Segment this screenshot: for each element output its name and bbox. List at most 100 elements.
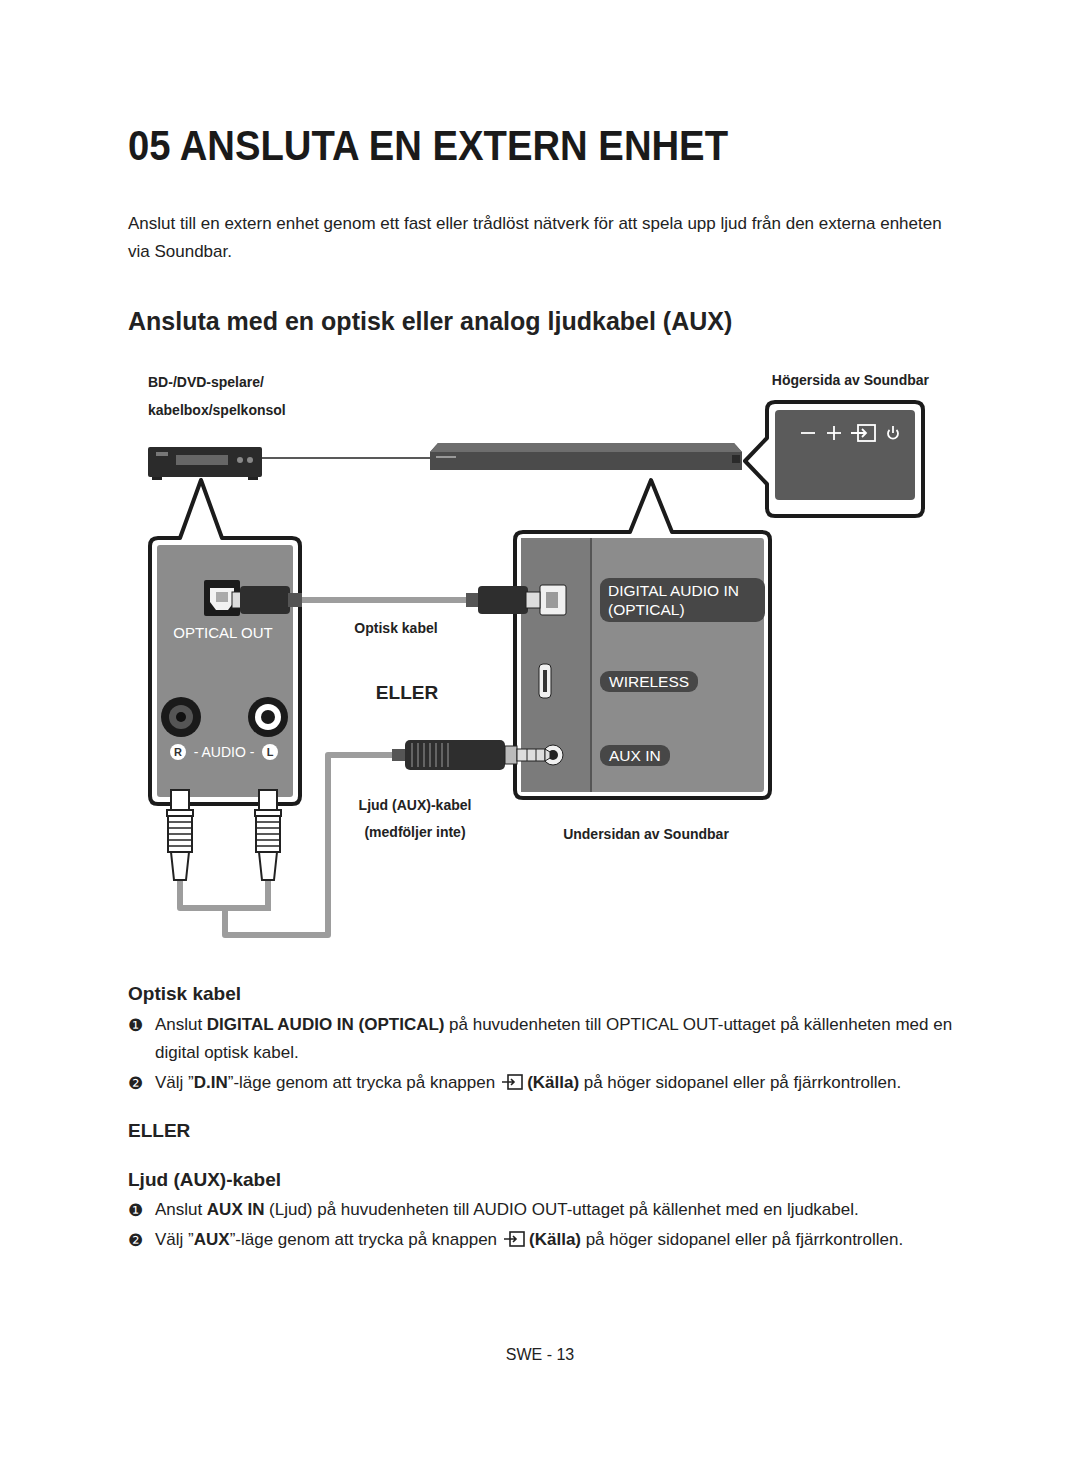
rca-plug	[259, 790, 277, 810]
rca-plug	[256, 845, 280, 847]
alternative-word: ELLER	[376, 682, 438, 703]
aux-plug	[527, 749, 528, 761]
rca-jacks	[261, 710, 275, 724]
port-name: AUX IN	[207, 1200, 265, 1219]
rca-plug	[256, 827, 280, 829]
soundbar	[430, 443, 742, 470]
mode-name: AUX	[194, 1230, 230, 1249]
soundbar	[430, 443, 742, 452]
port-name: AUX IN	[609, 746, 661, 765]
rca-plug	[255, 790, 281, 880]
side-panel: Högersida av Soundbar	[765, 400, 925, 518]
port-pill: WIRELESS	[600, 671, 698, 692]
text-block: Ansluta med en optisk eller analog ljudk…	[128, 304, 1058, 338]
bottom-panel-outline	[590, 538, 592, 792]
text-block: Ljud (AUX)-kabel	[128, 1166, 1028, 1194]
text-block: AnslutAUX IN(Ljud) på huvudenheten till …	[155, 1196, 1045, 1224]
button-name: (Källa)	[529, 1230, 581, 1249]
section-subtitle: Ansluta med en optisk eller analog ljudk…	[128, 307, 732, 335]
optical-plug-right	[478, 586, 528, 614]
optical-plug-left	[288, 593, 302, 607]
soundbar-ports	[539, 585, 566, 765]
optical-out-port	[210, 588, 234, 610]
aux-plug	[423, 743, 425, 767]
source-button-icon	[504, 1236, 516, 1242]
rca-plug	[171, 852, 189, 880]
aux-plug	[447, 743, 449, 767]
soundbar	[732, 455, 740, 463]
aux-plug	[517, 749, 545, 761]
rca-plug	[168, 845, 192, 847]
text-block: Välj ”AUX”-läge genom att trycka på knap…	[155, 1226, 1045, 1254]
panel-heading: Högersida av Soundbar	[772, 370, 929, 390]
step-text: Anslut	[155, 1200, 202, 1219]
text-block: Optisk kabel	[128, 980, 1028, 1008]
text-block: ❷	[128, 1226, 154, 1254]
cable-label: Optisk kabel	[354, 615, 437, 642]
source-button-icon	[502, 1079, 514, 1085]
optical-plug-left	[240, 586, 290, 614]
rca-wire	[225, 880, 268, 908]
side-panel-outline	[775, 410, 915, 500]
aux-plug	[536, 749, 537, 761]
bottom-panel-outline	[521, 538, 764, 792]
port-label: OPTICAL OUT	[173, 624, 272, 642]
side-buttons	[892, 426, 894, 433]
side-panel-outline	[745, 402, 923, 516]
rca-jacks	[169, 705, 193, 729]
port-name: DIGITAL AUDIO IN (OPTICAL)	[608, 581, 757, 619]
soundbar	[430, 443, 742, 470]
soundbar-ports	[546, 592, 558, 608]
port-label: - AUDIO -	[194, 743, 255, 761]
source-device	[247, 457, 253, 463]
rca-plug	[259, 852, 277, 880]
aux-plug	[545, 749, 550, 761]
step-text: Välj ”	[155, 1073, 194, 1092]
aux-plug	[429, 743, 431, 767]
subsection-heading: Optisk kabel	[128, 983, 241, 1004]
hdmi-cable	[262, 457, 430, 459]
rca-plug	[168, 827, 192, 829]
source-device	[152, 477, 162, 480]
rca-plug	[168, 816, 192, 852]
rca-jacks	[161, 697, 201, 737]
step-text: på höger sidopanel eller på fjärrkontrol…	[584, 1073, 902, 1092]
side-buttons	[801, 432, 815, 434]
text-block: ❶	[128, 1196, 154, 1224]
source-button-icon	[501, 1073, 523, 1091]
aux-plug	[392, 740, 550, 770]
rca-jacks	[248, 697, 288, 737]
text-block: ❶	[128, 1011, 154, 1039]
source-panel-outline	[150, 480, 300, 804]
optical-plug-right	[466, 593, 480, 607]
optical-plug-right	[466, 586, 540, 614]
aux-plug	[505, 746, 517, 764]
bottom-panel-outline	[515, 480, 770, 798]
mode-name: D.IN	[194, 1073, 228, 1092]
step-number: ❷	[128, 1230, 143, 1250]
source-panel-outline	[150, 480, 300, 804]
soundbar	[436, 456, 456, 458]
side-panel-outline	[745, 402, 923, 516]
rca-jacks	[161, 697, 288, 760]
alternative-word: ELLER	[128, 1120, 190, 1141]
rca-jacks	[262, 744, 278, 760]
subsection-heading: Ljud (AUX)-kabel	[128, 1169, 281, 1190]
optical-plug-right	[526, 592, 540, 608]
step-text: Välj ”	[155, 1230, 194, 1249]
step-text: Anslut	[155, 1015, 202, 1034]
text-block: SWE - 13	[506, 1342, 574, 1368]
rca-jacks	[170, 744, 186, 760]
text-block: ❷	[128, 1069, 154, 1097]
rca-plug	[168, 821, 192, 823]
port-name: WIRELESS	[609, 672, 689, 691]
source-device	[248, 477, 258, 480]
intro-paragraph: Anslut till en extern enhet genom ett fa…	[128, 214, 942, 261]
step-number: ❶	[128, 1200, 143, 1220]
text-block: ELLER	[376, 680, 438, 706]
text-block: BD-/DVD-spelare/ kabelbox/spelkonsol	[148, 368, 323, 424]
source-device	[148, 447, 262, 480]
soundbar-ports	[539, 664, 551, 698]
